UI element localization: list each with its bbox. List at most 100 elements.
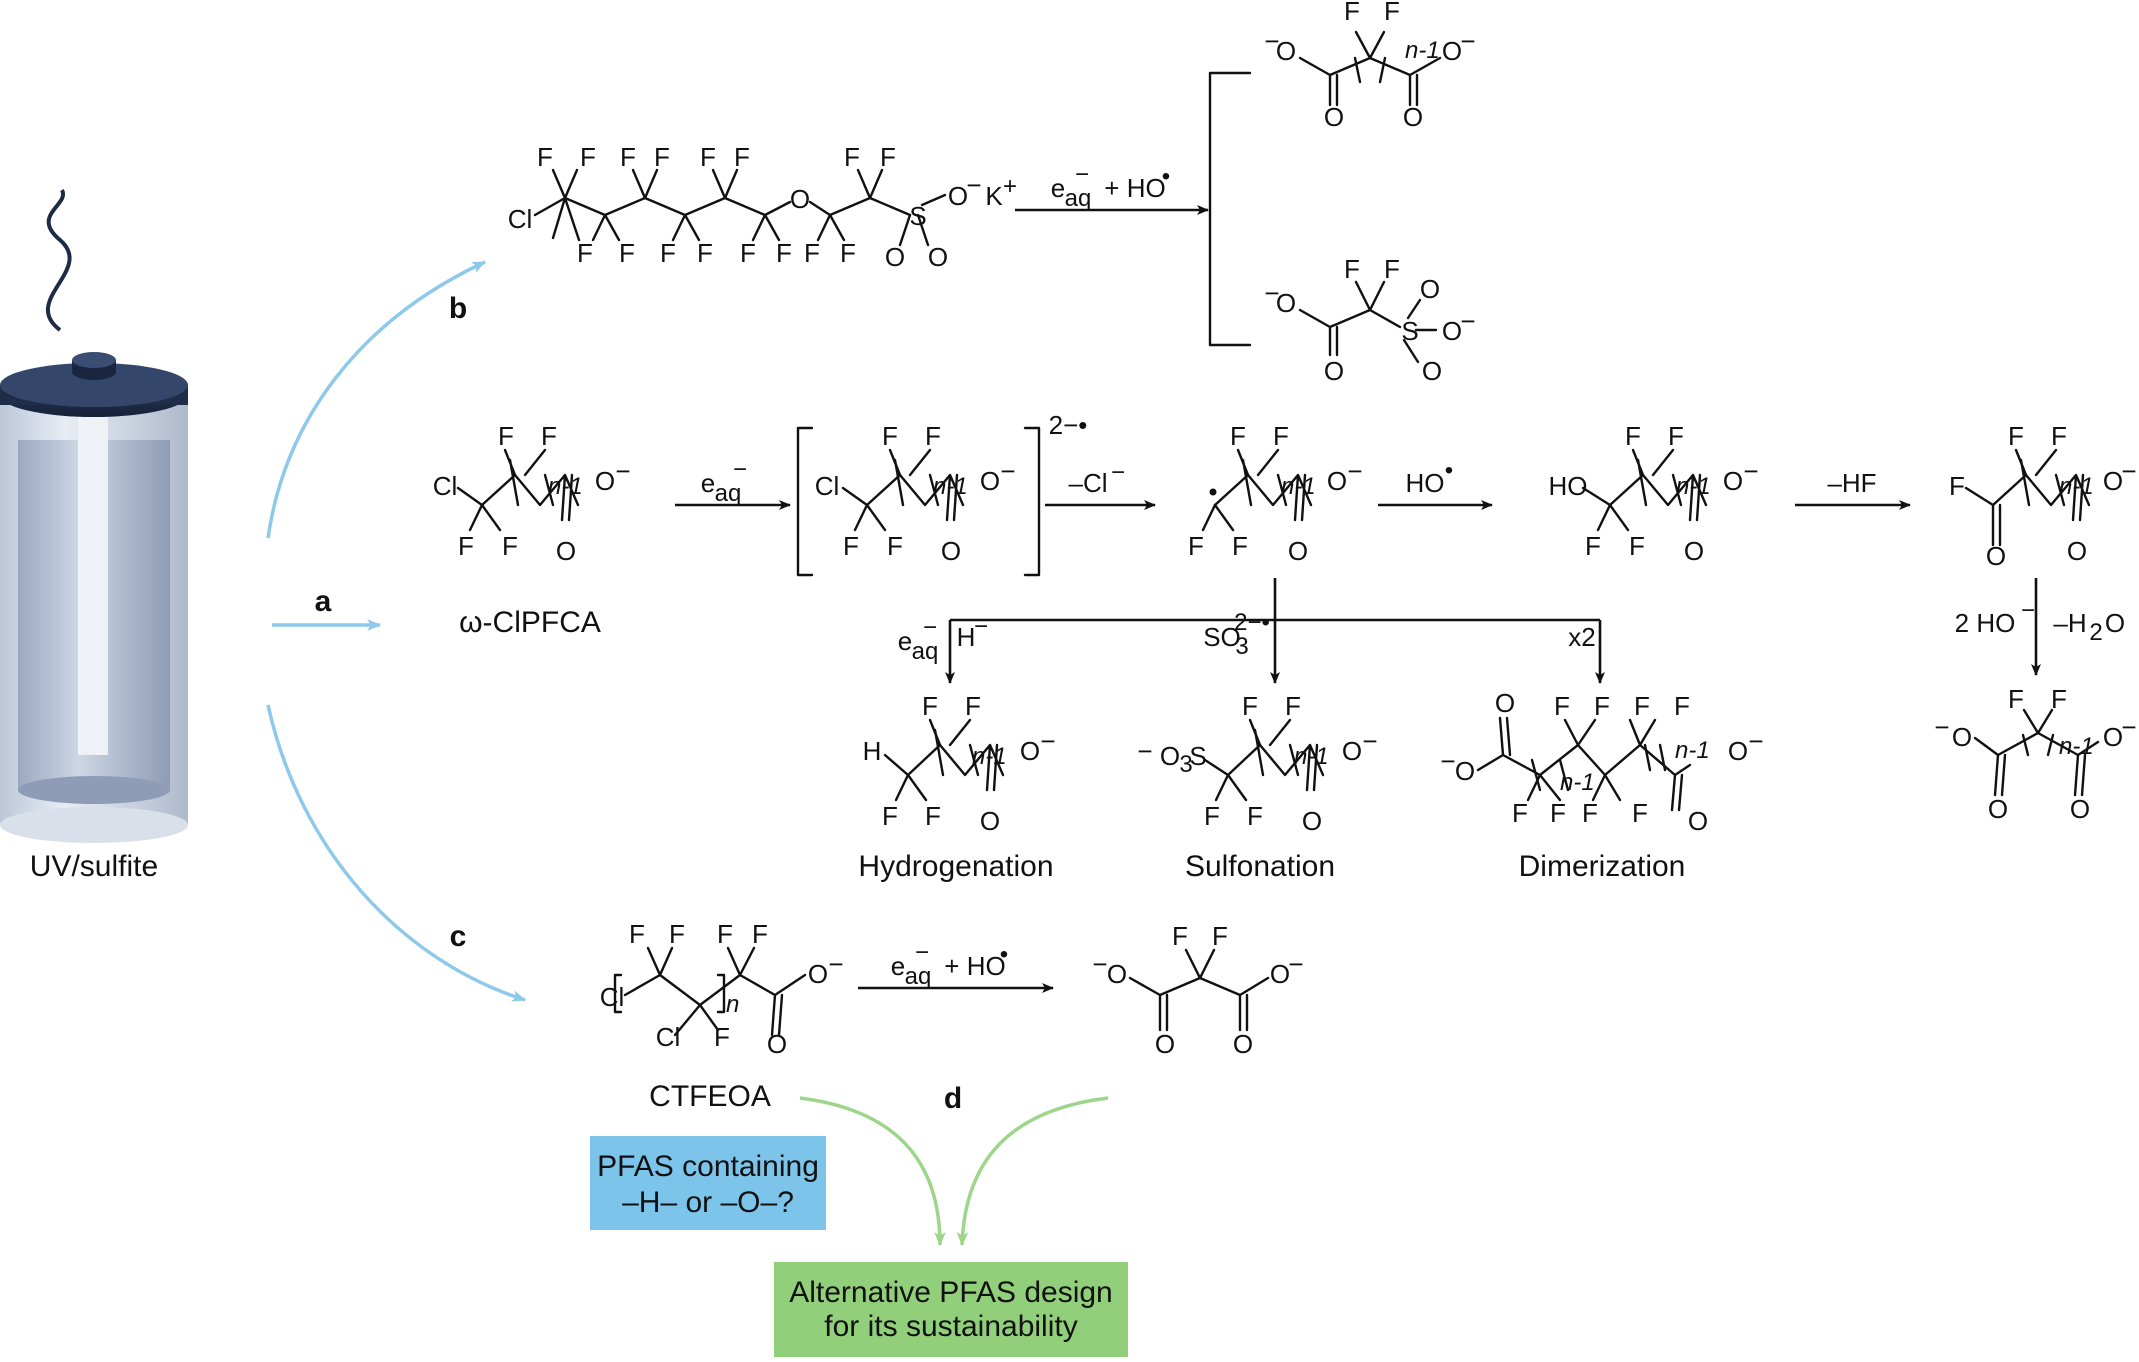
blue-arrow-b <box>266 260 487 539</box>
svg-text:F: F <box>1674 691 1690 721</box>
perfluoroalkyl-radical: F F F F O O − n-1 <box>1188 421 1363 566</box>
svg-text:S: S <box>1189 741 1206 771</box>
svg-text:F: F <box>537 142 553 172</box>
svg-text:F: F <box>619 238 635 268</box>
svg-text:H: H <box>863 736 882 766</box>
svg-text:F: F <box>2008 421 2024 451</box>
svg-text:F: F <box>1273 421 1289 451</box>
svg-text:F: F <box>734 142 750 172</box>
blue-arrow-c <box>266 704 527 1002</box>
svg-text:Cl: Cl <box>433 471 458 501</box>
svg-text:F: F <box>2051 421 2067 451</box>
svg-text:−: − <box>923 614 937 641</box>
alternative-line2: for its sustainability <box>824 1310 1077 1343</box>
svg-text:−: − <box>2121 712 2136 742</box>
svg-text:F: F <box>882 801 898 831</box>
svg-text:aq: aq <box>1065 185 1092 212</box>
svg-text:F: F <box>697 238 713 268</box>
svg-text:Cl: Cl <box>656 1022 681 1052</box>
svg-text:–HF: –HF <box>1827 468 1876 498</box>
svg-text:−: − <box>1092 949 1107 979</box>
svg-text:−: − <box>1460 306 1475 336</box>
radical-anion-intermediate: Cl F F F F O O − n-1 2−• <box>796 410 1088 577</box>
svg-text:n: n <box>726 991 739 1018</box>
svg-text:F: F <box>1247 801 1263 831</box>
svg-text:F: F <box>502 531 518 561</box>
svg-text:F: F <box>882 421 898 451</box>
difluoromalonate-product: O − O O O − F F <box>1092 921 1303 1059</box>
svg-text:−: − <box>1748 726 1763 756</box>
svg-text:F: F <box>1949 471 1965 501</box>
svg-text:e: e <box>891 951 905 981</box>
svg-text:O: O <box>1442 316 1462 346</box>
branch-lines <box>945 578 1605 684</box>
svg-text:F: F <box>1634 691 1650 721</box>
svg-text:O: O <box>2103 466 2123 496</box>
svg-text:F: F <box>1585 531 1601 561</box>
svg-text:O: O <box>1160 741 1180 771</box>
svg-text:F: F <box>1594 691 1610 721</box>
b-reagent-e: e <box>1051 173 1065 203</box>
svg-text:n-1: n-1 <box>1405 37 1440 64</box>
svg-text:F: F <box>752 919 768 949</box>
hydrogenation-product: H F F F F O O − n-1 <box>863 691 1056 836</box>
svg-text:O: O <box>1342 736 1362 766</box>
svg-text:2−•: 2−• <box>1049 410 1088 440</box>
product-bracket-b <box>1208 71 1252 347</box>
svg-text:O: O <box>1688 806 1708 836</box>
panel-label-a: a <box>315 585 332 618</box>
svg-text:−: − <box>1264 278 1279 308</box>
svg-text:−: − <box>915 939 929 966</box>
svg-text:3: 3 <box>1179 751 1192 778</box>
svg-text:O: O <box>1324 356 1344 386</box>
svg-text:O: O <box>556 536 576 566</box>
svg-text:−: − <box>1264 26 1279 56</box>
svg-text:F: F <box>843 531 859 561</box>
svg-text:2−•: 2−• <box>1234 609 1270 636</box>
panel-label-c: c <box>450 920 467 953</box>
svg-text:O: O <box>1327 466 1347 496</box>
svg-text:O: O <box>1288 536 1308 566</box>
clpfca-molecule: Cl F F F F O O − n-1 <box>433 421 631 566</box>
acyl-fluoride-intermediate: F F F O O O − n-1 <box>1949 421 2137 571</box>
svg-text:F: F <box>458 531 474 561</box>
svg-text:−: − <box>1288 949 1303 979</box>
svg-text:–Cl: –Cl <box>1068 468 1107 498</box>
svg-text:+ HO: + HO <box>944 951 1005 981</box>
b-reagent-ho: + HO <box>1104 173 1165 203</box>
svg-text:−: − <box>1460 26 1475 56</box>
svg-text:•: • <box>1162 163 1170 190</box>
svg-text:F: F <box>1344 254 1360 284</box>
svg-text:+: + <box>1003 173 1017 200</box>
clpfca-label: ω-ClPFCA <box>459 606 601 639</box>
svg-text:F: F <box>1629 531 1645 561</box>
svg-text:F: F <box>965 691 981 721</box>
svg-text:F: F <box>580 142 596 172</box>
svg-text:O: O <box>767 1029 787 1059</box>
svg-text:O: O <box>948 181 968 211</box>
svg-text:F: F <box>1344 0 1360 26</box>
svg-text:−: − <box>1075 161 1089 188</box>
svg-text:O: O <box>1020 736 1040 766</box>
svg-text:F: F <box>660 238 676 268</box>
svg-text:F: F <box>1232 531 1248 561</box>
svg-text:•: • <box>1000 941 1008 968</box>
svg-text:aq: aq <box>715 480 742 507</box>
svg-text:F: F <box>1625 421 1641 451</box>
svg-text:O: O <box>1403 102 1423 132</box>
svg-text:F: F <box>1668 421 1684 451</box>
svg-text:x2: x2 <box>1568 622 1595 652</box>
sulfonation-label: Sulfonation <box>1185 850 1335 883</box>
svg-text:n-1: n-1 <box>1675 737 1710 764</box>
svg-text:F: F <box>925 801 941 831</box>
svg-text:S: S <box>1401 316 1418 346</box>
svg-text:SO: SO <box>1203 622 1241 652</box>
svg-text:O: O <box>790 184 810 214</box>
svg-text:−: − <box>1111 459 1125 486</box>
svg-text:O: O <box>1233 1029 1253 1059</box>
dimerization-product: O − O F F F F F F F F O O − n-1 n-1 <box>1440 688 1763 836</box>
svg-text:F: F <box>1512 798 1528 828</box>
svg-text:H: H <box>957 622 976 652</box>
svg-text:F: F <box>577 238 593 268</box>
svg-text:F: F <box>1632 798 1648 828</box>
